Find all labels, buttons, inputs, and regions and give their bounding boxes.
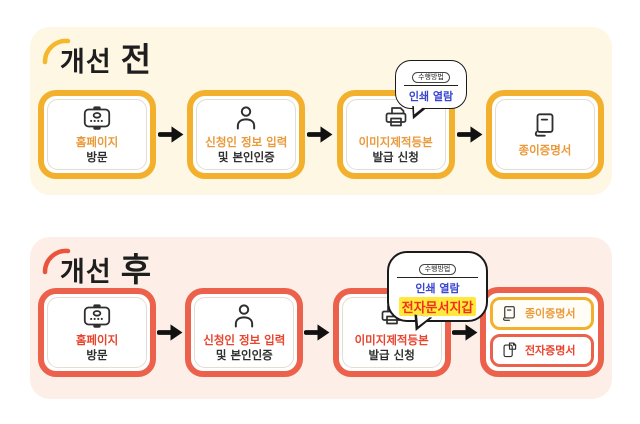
output-label: 전자증명서 xyxy=(524,343,576,357)
paper-document-icon xyxy=(534,113,554,137)
step-label-secondary: 방문 xyxy=(86,348,108,362)
method-highlight-wallet: 전자문서지갑 xyxy=(398,297,477,317)
paper-document-icon xyxy=(503,306,515,321)
output-electronic-certificate: 전자증명서 xyxy=(489,334,594,367)
panel-after-title: 개선 후 xyxy=(60,243,151,291)
method-callout-after: 수행방법 인쇄 열람 전자문서지갑 xyxy=(387,251,488,323)
flow-arrow-icon xyxy=(304,322,331,343)
step-label-primary: 홈페이지 xyxy=(75,332,119,347)
flow-arrow-icon xyxy=(307,124,334,145)
step-label-secondary: 및 본인인증 xyxy=(217,150,275,164)
step-applicant-info: 신청인 정보 입력 및 본인인증 xyxy=(185,287,304,377)
title-text: 개선 xyxy=(60,47,112,77)
homepage-icon xyxy=(83,303,111,328)
title-emphasis: 후 xyxy=(120,253,152,289)
title-arc-gold xyxy=(42,38,71,65)
title-emphasis: 전 xyxy=(120,43,152,79)
callout-divider xyxy=(404,85,458,87)
title-text: 개선 xyxy=(60,257,112,287)
output-paper-certificate: 종이증명서 xyxy=(489,297,594,330)
printer-icon xyxy=(385,106,406,126)
panel-after: 개선 후 홈페이지 방문 xyxy=(30,237,612,399)
step-label-primary: 종이증명서 xyxy=(518,143,572,158)
title-arc-red xyxy=(42,248,71,275)
method-options: 인쇄 열람 xyxy=(415,282,460,296)
step-label-primary: 신청인 정보 입력 xyxy=(205,134,288,149)
step-label-primary: 이미지제적등본 xyxy=(358,134,433,149)
panel-before: 개선 전 홈페이지 방문 xyxy=(30,27,612,195)
step-homepage-visit: 홈페이지 방문 xyxy=(38,89,156,179)
step-label-primary: 신청인 정보 입력 xyxy=(203,332,286,347)
flow-arrow-icon xyxy=(451,322,479,343)
person-icon xyxy=(235,304,254,328)
homepage-icon xyxy=(83,105,111,130)
step-homepage-visit: 홈페이지 방문 xyxy=(38,287,156,377)
step-label-primary: 홈페이지 xyxy=(75,134,119,149)
step-label-secondary: 및 본인인증 xyxy=(215,348,273,362)
steps-row-before: 홈페이지 방문 신청인 정보 입력 및 본인인증 xyxy=(38,89,604,179)
method-badge: 수행방법 xyxy=(412,72,450,84)
callout-divider xyxy=(397,277,478,279)
method-badge: 수행방법 xyxy=(418,264,457,276)
panel-before-title: 개선 전 xyxy=(60,33,151,81)
person-icon xyxy=(237,106,256,130)
steps-row-after: 홈페이지 방문 신청인 정보 입력 및 본인인증 xyxy=(38,287,604,377)
step-applicant-info: 신청인 정보 입력 및 본인인증 xyxy=(187,89,306,179)
step-paper-certificate: 종이증명서 xyxy=(485,89,604,179)
step-label-primary: 이미지제적등본 xyxy=(354,332,429,347)
step-label-secondary: 방문 xyxy=(86,150,108,164)
method-options: 인쇄 열람 xyxy=(408,90,454,104)
flow-arrow-icon xyxy=(456,124,484,145)
outputs-container: 종이증명서 전자증명서 xyxy=(479,287,604,377)
step-label-secondary: 발급 신청 xyxy=(372,150,419,164)
method-callout-before: 수행방법 인쇄 열람 xyxy=(395,60,467,110)
step-label-secondary: 발급 신청 xyxy=(368,348,415,362)
flow-arrow-icon xyxy=(158,124,185,145)
output-label: 종이증명서 xyxy=(524,306,576,320)
flow-arrow-icon xyxy=(157,322,184,343)
electronic-document-icon xyxy=(503,342,517,358)
